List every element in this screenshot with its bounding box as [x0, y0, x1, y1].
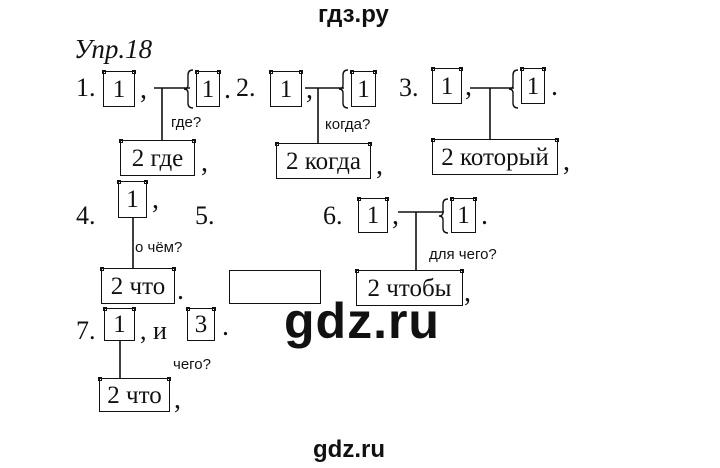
- s7-subordinate-box: 2 что: [98, 377, 171, 412]
- s7-question: чего?: [173, 356, 211, 373]
- s7-main-box: 1: [103, 307, 136, 341]
- s3-subordinate-box: 2 который: [431, 138, 559, 175]
- exercise-title: Упр.18: [74, 34, 153, 64]
- watermark-bottom: gdz.ru: [313, 436, 385, 463]
- s6-sub-comma: ,: [464, 277, 471, 308]
- s2-sub-comma: ,: [376, 150, 383, 181]
- s2-question: когда?: [325, 116, 371, 133]
- s4-subordinate-box: 2 что: [100, 267, 176, 304]
- s6-end-period: .: [481, 200, 488, 231]
- s7-conjunction: , и: [140, 316, 167, 345]
- s1-second-box: 1: [195, 70, 221, 107]
- s3-end-period: .: [551, 71, 558, 102]
- s4-comma: ,: [152, 184, 159, 215]
- s6-brace-icon: [438, 198, 449, 234]
- s4-question: о чём?: [135, 239, 183, 256]
- s1-brace-icon: [183, 69, 194, 109]
- s2-subordinate-box: 2 когда: [275, 142, 372, 179]
- s3-sub-comma: ,: [563, 146, 570, 177]
- s2-second-box: 1: [350, 70, 377, 107]
- s1-end-period: .: [224, 74, 231, 105]
- watermark-top: гдз.ру: [318, 1, 389, 28]
- s4-number: 4.: [76, 201, 96, 230]
- s3-brace-icon: [508, 69, 519, 109]
- watermark-center: gdz.ru: [284, 293, 440, 349]
- s7-sub-comma: ,: [174, 384, 181, 415]
- s7-end-period: .: [222, 311, 229, 342]
- s7-second-box: 3: [186, 307, 216, 341]
- s5-empty-box: [229, 270, 321, 304]
- s4-main-box: 1: [117, 180, 148, 218]
- s7-number: 7.: [76, 316, 96, 345]
- s2-comma: ,: [306, 74, 313, 105]
- s1-question: где?: [171, 114, 202, 131]
- s3-main-box: 1: [431, 67, 463, 104]
- s6-number: 6.: [323, 201, 343, 230]
- s6-second-box: 1: [450, 197, 477, 233]
- s2-brace-icon: [338, 69, 349, 109]
- s6-question: для чего?: [429, 246, 497, 263]
- s4-sub-period: .: [177, 275, 184, 306]
- s1-sub-comma: ,: [201, 147, 208, 178]
- s6-main-box: 1: [357, 197, 389, 233]
- s3-comma: ,: [465, 71, 472, 102]
- s2-number: 2.: [236, 73, 256, 102]
- s1-number: 1.: [76, 73, 96, 102]
- s6-comma: ,: [392, 200, 399, 231]
- s3-number: 3.: [399, 73, 419, 102]
- s1-comma: ,: [140, 74, 147, 105]
- s3-second-box: 1: [520, 67, 546, 104]
- s2-main-box: 1: [269, 70, 303, 107]
- s5-number: 5.: [195, 201, 215, 230]
- s6-subordinate-box: 2 чтобы: [355, 269, 464, 306]
- s1-main-box: 1: [102, 70, 136, 107]
- s1-subordinate-box: 2 где: [119, 139, 196, 176]
